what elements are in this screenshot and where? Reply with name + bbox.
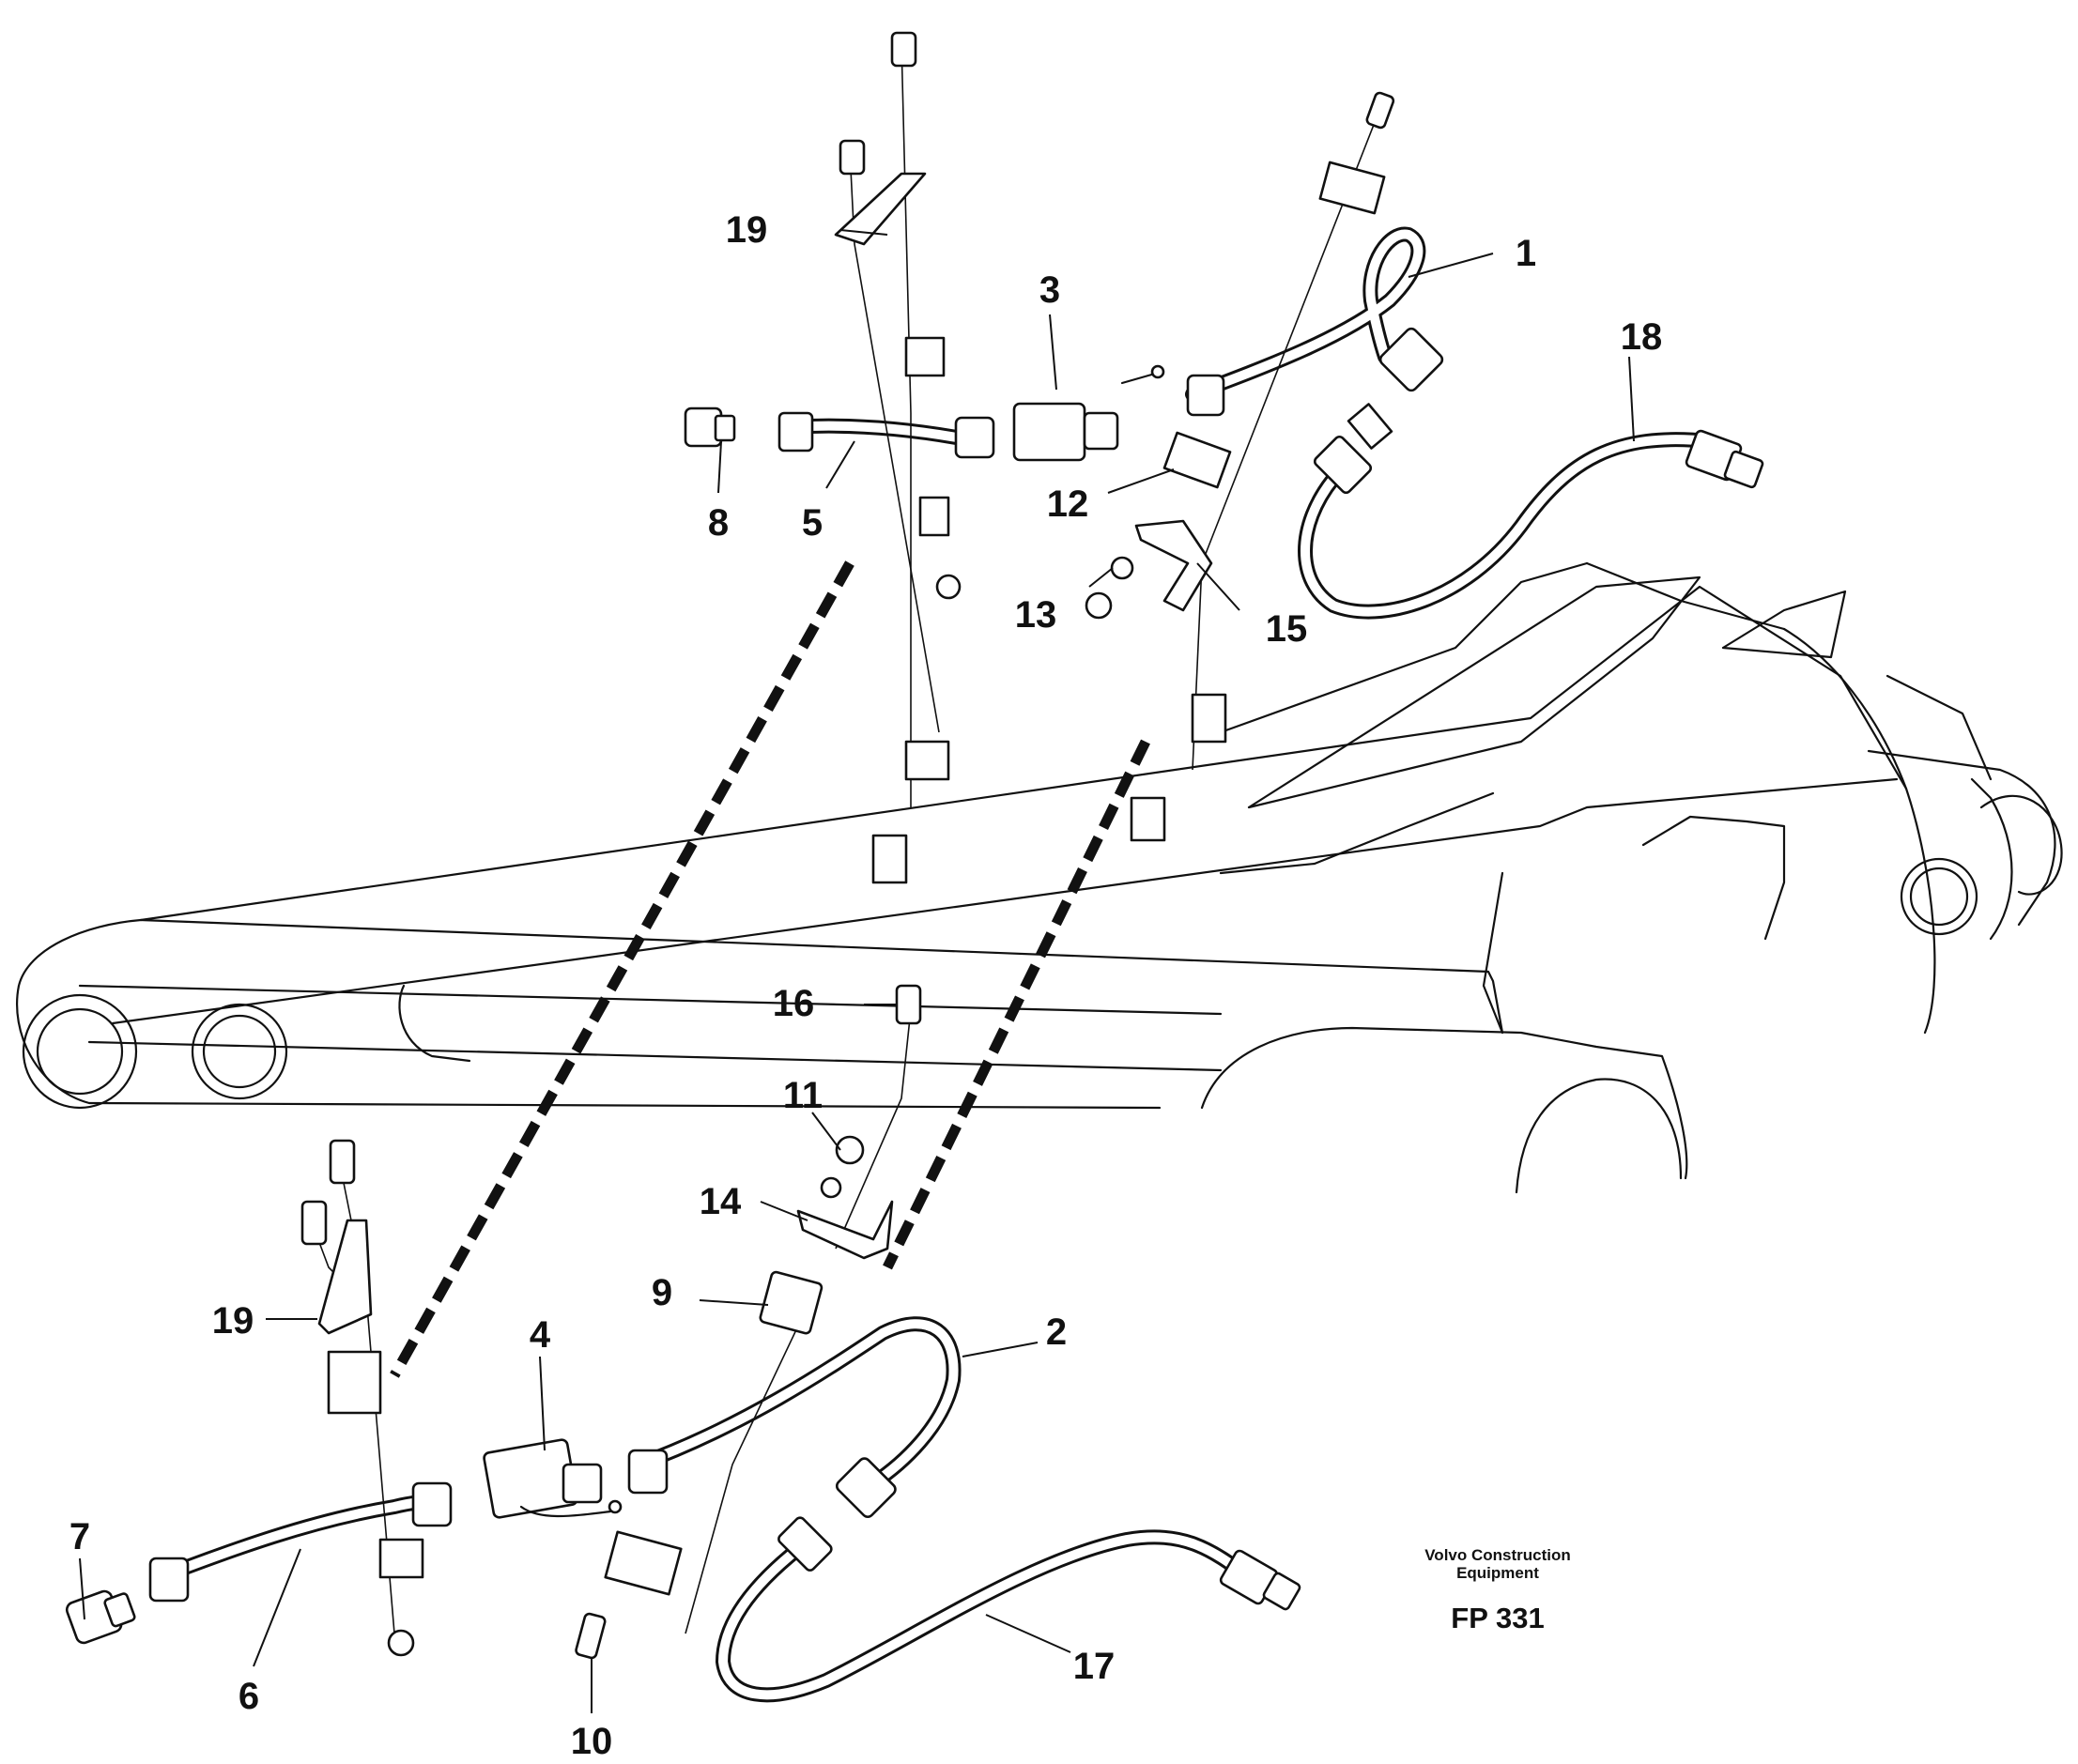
callout-9: 9	[652, 1272, 672, 1313]
brand-line-2: Equipment	[1456, 1564, 1539, 1582]
callout-14: 14	[700, 1181, 742, 1222]
callout-19-lower: 19	[212, 1300, 254, 1342]
brand-line-1: Volvo Construction	[1424, 1546, 1571, 1564]
callout-5: 5	[802, 502, 823, 544]
callout-13: 13	[1015, 594, 1057, 636]
callout-leaders	[79, 229, 1635, 1713]
lower-pipe-assembly	[65, 984, 1301, 1703]
callout-6: 6	[239, 1676, 259, 1717]
callout-19-upper: 19	[726, 209, 768, 251]
brand-caption: Volvo Construction Equipment	[1390, 1546, 1606, 1582]
figure-code: FP 331	[1451, 1602, 1545, 1634]
upper-pipe-assembly	[684, 31, 1764, 884]
callout-8: 8	[708, 502, 729, 544]
assembly-guide-lines	[390, 560, 1150, 1378]
callout-7: 7	[69, 1516, 90, 1557]
callout-18: 18	[1621, 316, 1663, 358]
callout-3: 3	[1039, 269, 1060, 311]
callout-1: 1	[1516, 233, 1536, 274]
callout-12: 12	[1047, 483, 1089, 525]
callout-16: 16	[773, 983, 815, 1024]
callout-4: 4	[530, 1314, 551, 1356]
callout-15: 15	[1266, 608, 1308, 650]
boom-arm	[16, 561, 2063, 1194]
callout-labels: 1 2 3 4 5 6 7 8 9 10 11 12 13 14 15 16 1…	[69, 209, 1662, 1762]
callout-17: 17	[1073, 1646, 1116, 1687]
callout-11: 11	[783, 1075, 823, 1116]
callout-10: 10	[571, 1721, 613, 1762]
callout-2: 2	[1046, 1311, 1067, 1353]
